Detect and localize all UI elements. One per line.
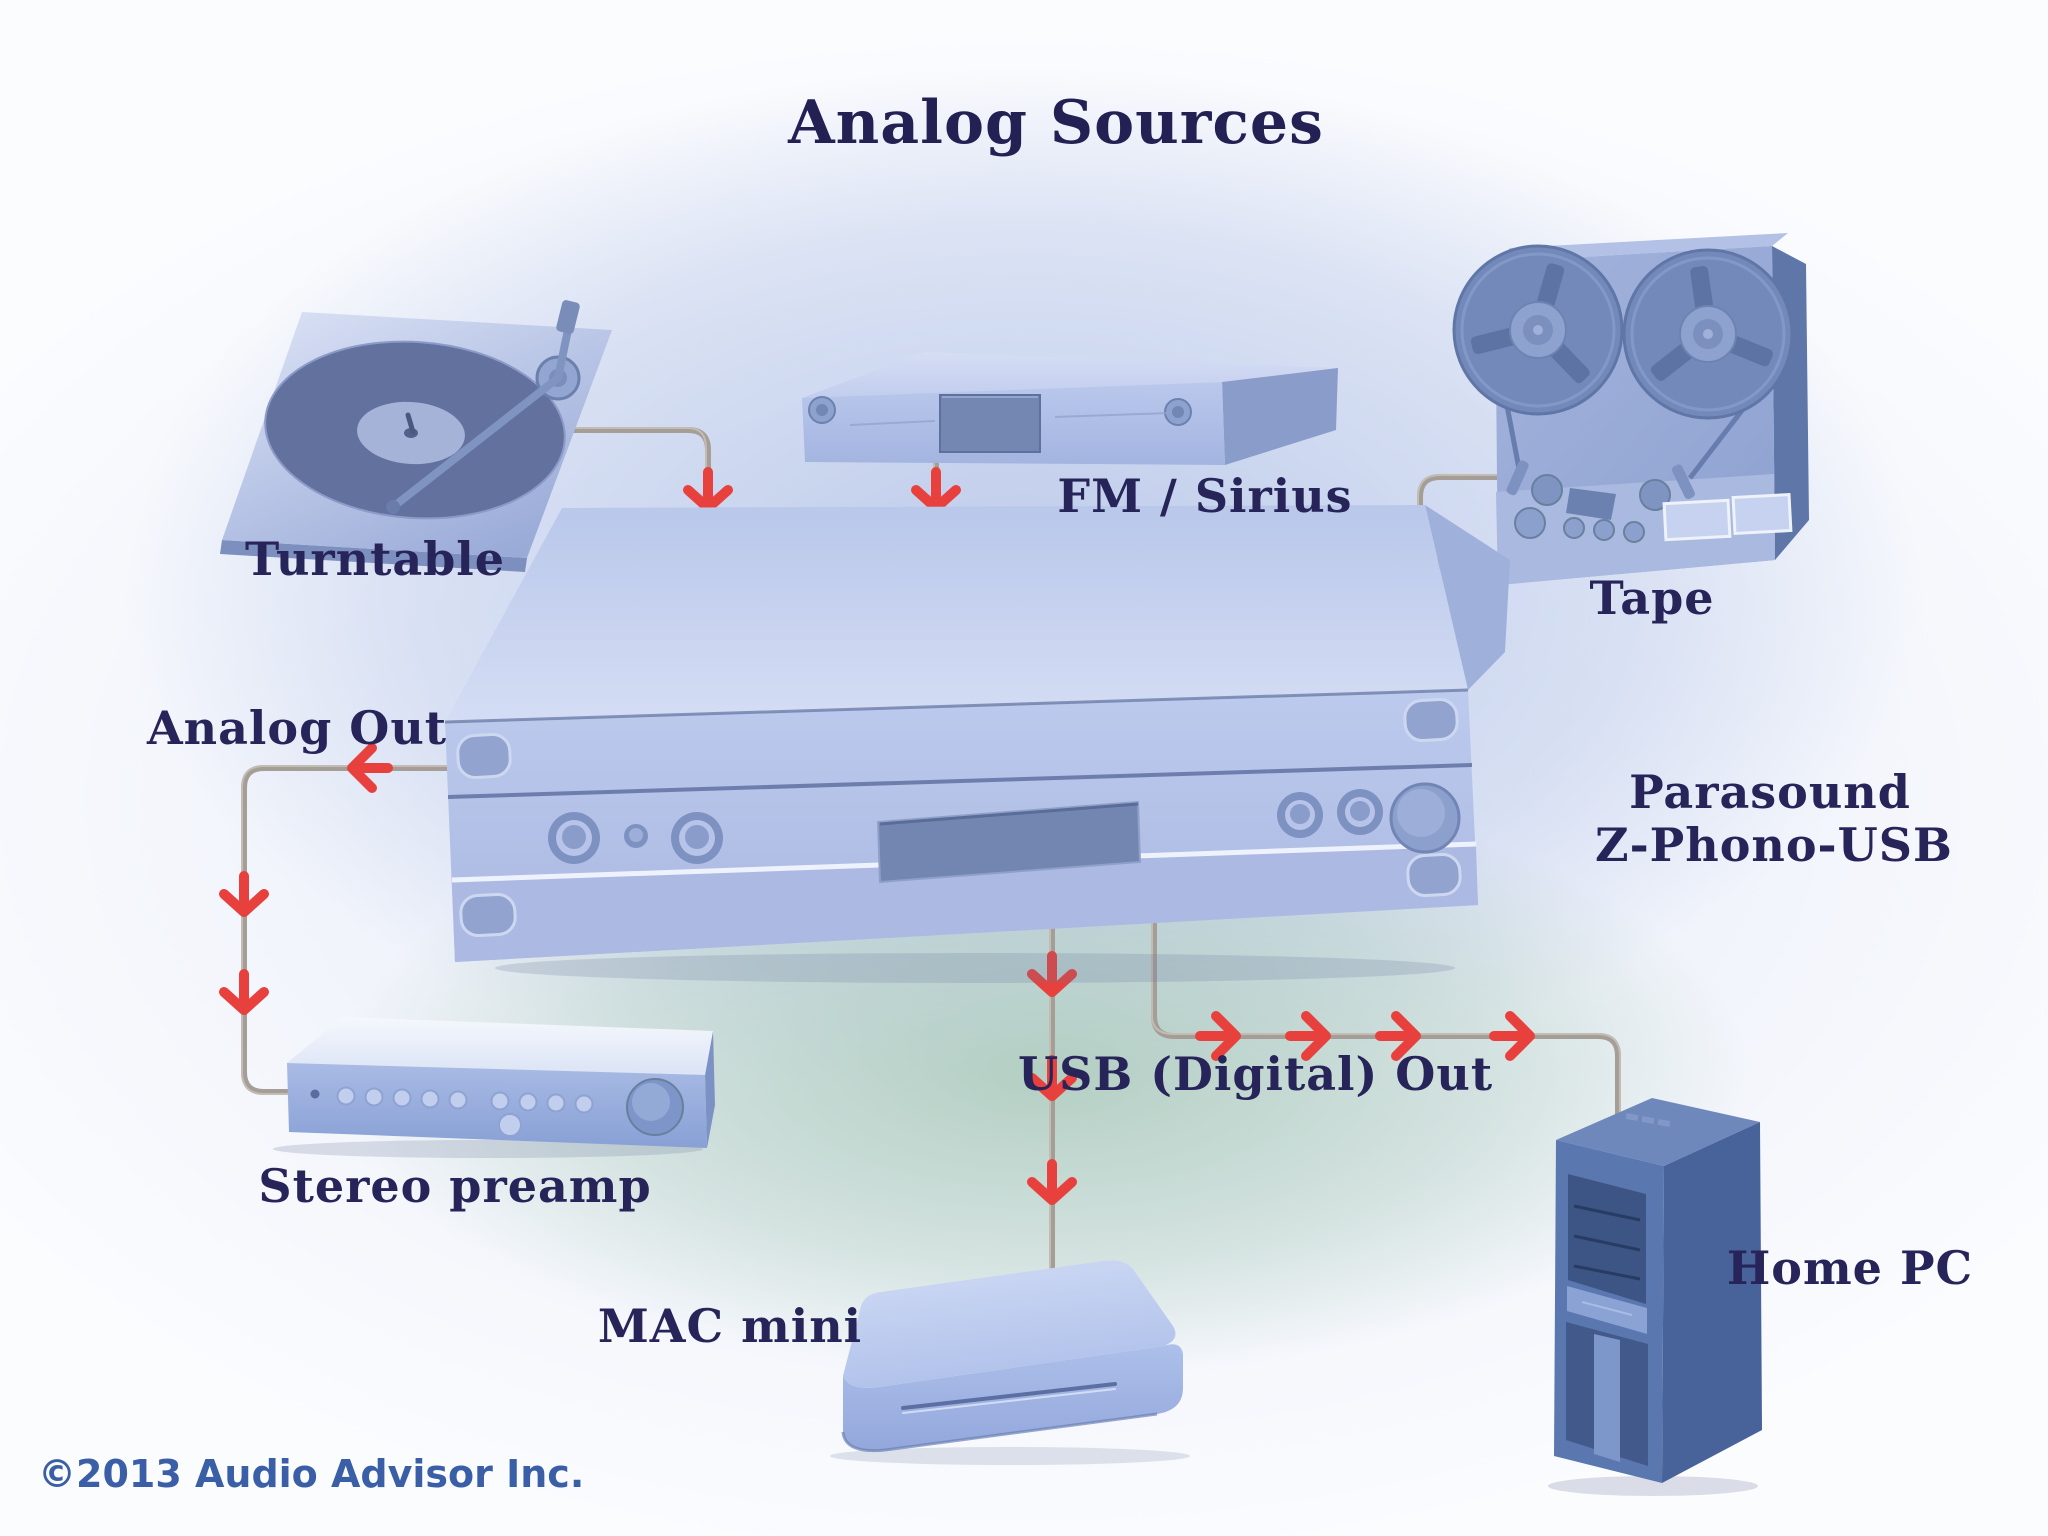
home-pc-top-vents xyxy=(1625,1113,1671,1127)
turntable-tonearm xyxy=(386,300,581,514)
tape-label: Tape xyxy=(1589,571,1715,625)
home-pc-mid-strip xyxy=(1567,1286,1647,1334)
stereo-preamp-illustration xyxy=(273,1017,715,1158)
parasound-display xyxy=(876,800,1142,884)
home-pc-drive-bays xyxy=(1568,1174,1646,1304)
turntable-illustration xyxy=(220,300,612,572)
parasound-right-facet xyxy=(1425,505,1510,690)
turntable-spindle xyxy=(405,412,416,435)
home-pc-shadow xyxy=(1548,1476,1758,1496)
diagram-title: Analog Sources xyxy=(788,88,1324,158)
parasound-label-line1: Parasound xyxy=(1629,765,1911,819)
tape-reel-left xyxy=(1452,244,1624,416)
tape-deck-illustration xyxy=(1452,233,1809,585)
home-pc-label: Home PC xyxy=(1726,1241,1974,1295)
turntable-platter xyxy=(264,340,566,520)
preamp-side-face xyxy=(705,1031,715,1148)
usb-digital-out-label: USB (Digital) Out xyxy=(1018,1047,1494,1101)
mac-mini-top-face xyxy=(843,1260,1176,1388)
preamp-top-face xyxy=(287,1017,713,1075)
analog-out-label: Analog Out xyxy=(146,701,448,755)
home-pc-top-face xyxy=(1556,1098,1760,1166)
fm-sirius-illustration xyxy=(802,352,1338,465)
home-pc-illustration xyxy=(1548,1098,1762,1496)
stereo-preamp-label: Stereo preamp xyxy=(258,1159,652,1213)
wire-tape xyxy=(1417,474,1500,659)
mac-mini-illustration xyxy=(830,1260,1190,1465)
home-pc-lower-panel xyxy=(1566,1322,1648,1466)
parasound-seam-line xyxy=(447,763,1473,799)
tape-knobs xyxy=(1514,507,1645,543)
parasound-bottom-strip xyxy=(452,846,1478,962)
fm-top-face xyxy=(802,352,1338,398)
copyright-notice: ©2013 Audio Advisor Inc. xyxy=(38,1452,585,1496)
fm-side-face xyxy=(1222,368,1338,465)
parasound-rack-holes xyxy=(456,698,1462,938)
turntable-label: Turntable xyxy=(244,532,506,586)
mac-mini-disc-slot xyxy=(901,1382,1117,1410)
fm-display xyxy=(939,394,1041,453)
preamp-volume-knob xyxy=(626,1078,684,1136)
mac-mini-shadow xyxy=(830,1447,1190,1465)
parasound-right-knobs xyxy=(1277,782,1461,854)
parasound-left-knobs xyxy=(548,812,723,864)
mac-mini-label: MAC mini xyxy=(597,1299,863,1353)
tape-meter-windows xyxy=(1662,492,1793,542)
home-pc-side-face xyxy=(1662,1122,1762,1483)
parasound-label-line2: Z-Phono-USB xyxy=(1595,817,1953,872)
flow-arrow-left-icon xyxy=(347,743,393,793)
parasound-label: Parasound Z-Phono-USB xyxy=(1595,765,1953,872)
fm-sirius-label: FM / Sirius xyxy=(1057,469,1353,523)
parasound-shadow xyxy=(495,953,1455,983)
preamp-buttons xyxy=(310,1086,594,1137)
preamp-shadow xyxy=(273,1140,703,1158)
parasound-z-phono-usb-illustration xyxy=(444,505,1510,983)
wire-analog-out xyxy=(241,765,455,1095)
parasound-top-face xyxy=(445,505,1468,722)
tape-reel-right xyxy=(1622,248,1794,420)
flow-arrow-right-icon xyxy=(1195,1011,1535,1061)
